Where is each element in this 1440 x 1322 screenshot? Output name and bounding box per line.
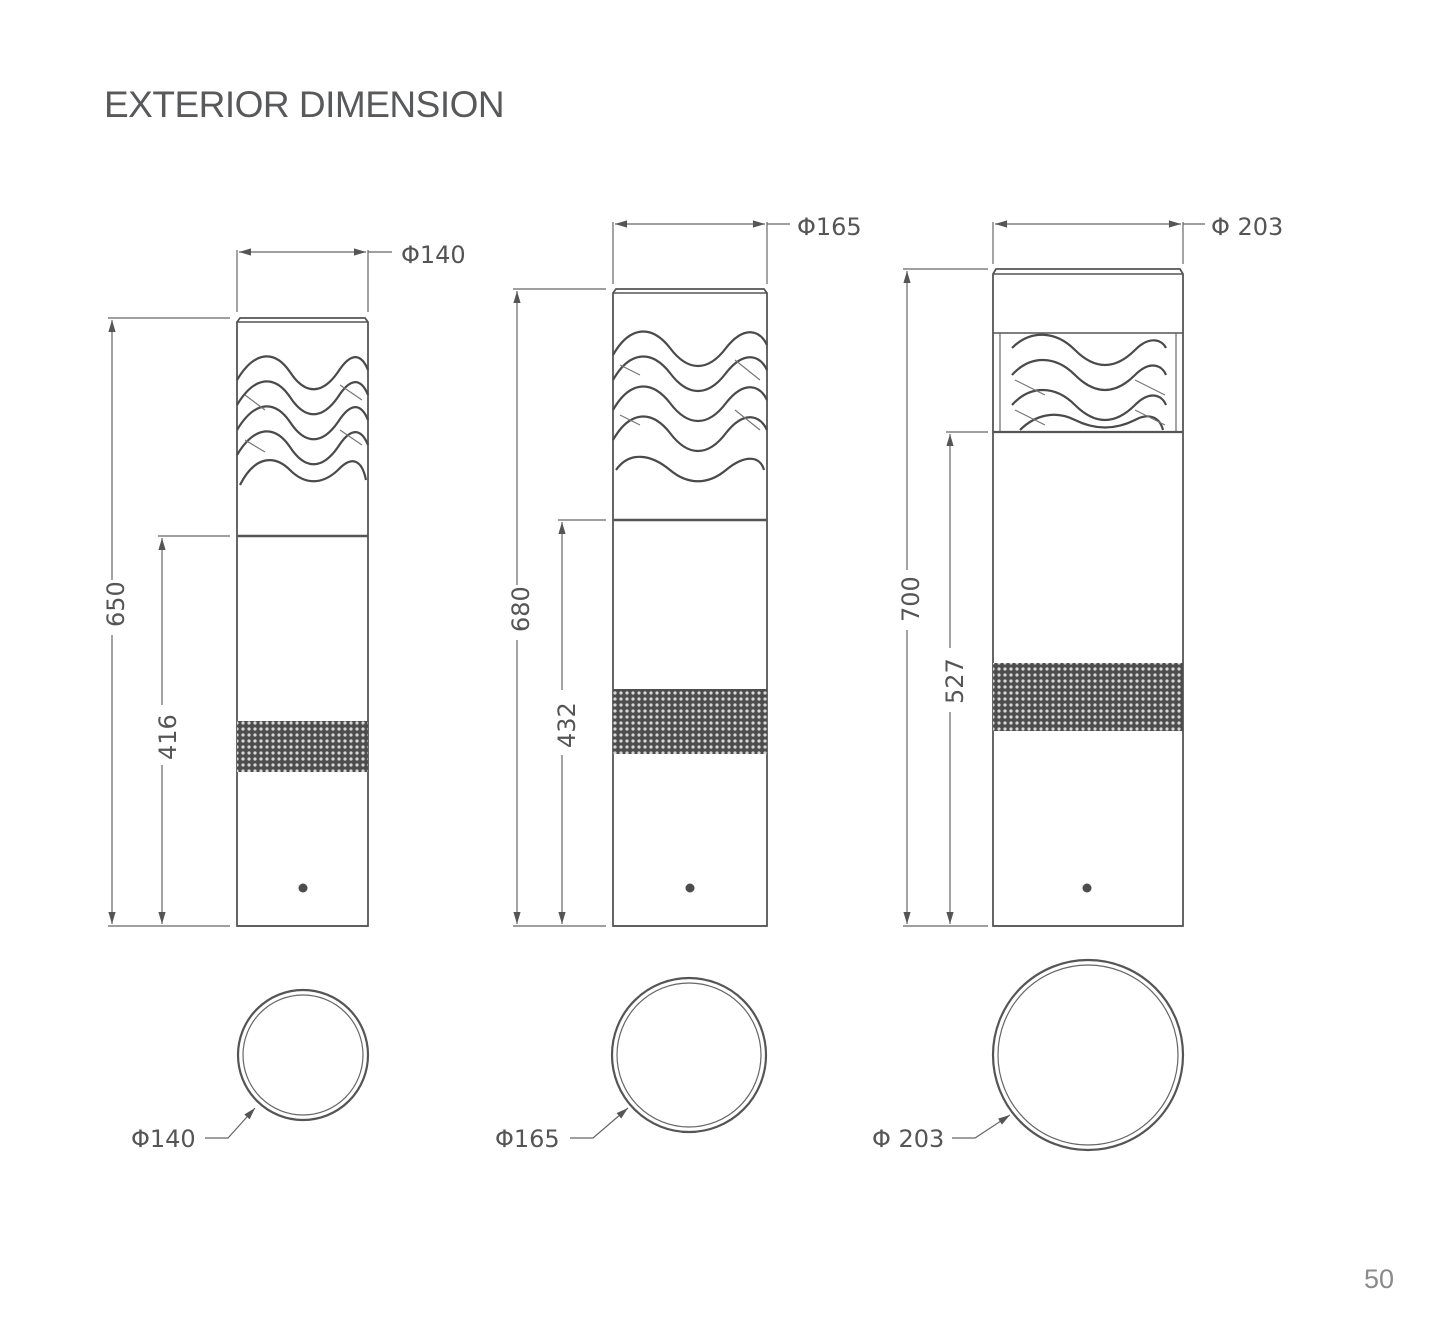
lamp-1-base-diameter-label: Φ140: [131, 1125, 196, 1153]
lamp-2-elevation: Φ165 680 432: [507, 213, 862, 927]
lamp-1-plan-view: Φ140: [131, 988, 370, 1153]
page-title: EXTERIOR DIMENSION: [104, 84, 505, 125]
page-number: 50: [1364, 1264, 1395, 1294]
lamp-3-base-diameter-label: Φ 203: [872, 1125, 944, 1153]
lamp-3-elevation: Φ 203 700 527: [897, 213, 1283, 927]
lamp-2-top-diameter-label: Φ165: [797, 213, 862, 241]
lamp-3-body-height-label: 527: [941, 658, 969, 704]
lamp-3-top-diameter-label: Φ 203: [1211, 213, 1283, 241]
lamp-2-total-height-label: 680: [507, 586, 535, 632]
lamp-3-plan-view: Φ 203: [872, 958, 1185, 1153]
lamp-2-body-height-label: 432: [553, 702, 581, 748]
lamp-2-plan-view: Φ165: [495, 976, 768, 1153]
lamp-2-base-diameter-label: Φ165: [495, 1125, 560, 1153]
lamp-1-elevation: Φ140 650 416: [102, 241, 466, 927]
lamp-1-body-height-label: 416: [154, 714, 182, 760]
lamp-1-top-diameter-label: Φ140: [401, 241, 466, 269]
lamp-3-total-height-label: 700: [897, 576, 925, 622]
lamp-1-total-height-label: 650: [102, 581, 130, 627]
